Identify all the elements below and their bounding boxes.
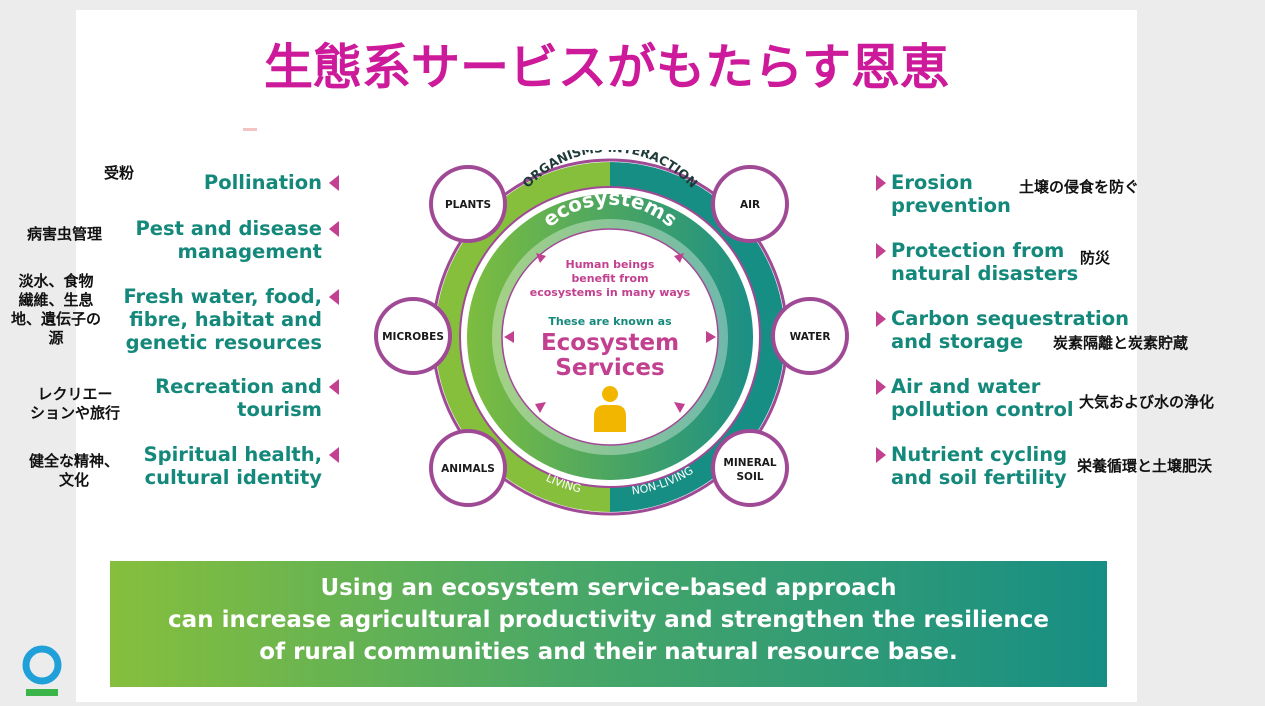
arrow-left-icon: [329, 379, 339, 395]
right-label-carbon: Carbon sequestration and storage: [891, 307, 1129, 353]
right-label-disasters: Protection from natural disasters: [891, 239, 1079, 285]
banner-line-2: can increase agricultural productivity a…: [168, 607, 1049, 633]
right-label-nutrient: Nutrient cycling and soil fertility: [891, 443, 1068, 489]
arrow-icon: [674, 253, 684, 263]
svg-text:SOIL: SOIL: [736, 471, 763, 483]
node-microbes: MICROBES: [374, 297, 452, 375]
right-jp-label-carbon: 炭素隔離と炭素貯蔵: [1053, 334, 1189, 352]
left-label-pest: Pest and disease management: [135, 217, 323, 263]
left-label-pollination: Pollination: [203, 171, 322, 194]
center-text-1: Human beings: [566, 258, 655, 271]
center-title-1: Ecosystem: [541, 330, 679, 356]
right-jp-label-nutrient: 栄養循環と土壌肥沃: [1077, 457, 1213, 475]
left-label-spiritual: Spiritual health, cultural identity: [143, 443, 322, 489]
svg-text:PLANTS: PLANTS: [445, 199, 491, 211]
summary-banner: Using an ecosystem service-based approac…: [110, 561, 1107, 687]
decorative-mark: [243, 128, 257, 131]
arrow-icon: [536, 253, 546, 263]
person-icon: [594, 386, 626, 432]
ecosystem-diagram: ORGANISMS INTERACTION ecosystems LIVING …: [374, 150, 849, 516]
svg-text:ANIMALS: ANIMALS: [441, 463, 495, 475]
page-title: 生態系サービスがもたらす恩恵: [263, 39, 950, 96]
left-jp-label-spiritual: 健全な精神、 文化: [28, 452, 119, 489]
arrow-right-icon: [876, 447, 886, 463]
svg-text:MINERAL: MINERAL: [723, 457, 777, 469]
node-animals: ANIMALS: [429, 429, 507, 507]
arrow-icon: [504, 331, 514, 343]
arrow-right-icon: [876, 243, 886, 259]
center-title-2: Services: [555, 355, 664, 381]
left-label-freshwater: Fresh water, food, fibre, habitat and ge…: [123, 285, 322, 354]
left-jp-label-recreation: レクリエー ションや旅行: [29, 385, 120, 422]
left-jp-label-pollination: 受粉: [103, 164, 134, 182]
svg-text:WATER: WATER: [790, 331, 831, 343]
node-air: AIR: [711, 165, 789, 243]
logo-icon: [22, 645, 62, 696]
arrow-icon: [674, 402, 685, 413]
inward-arrows: [504, 253, 716, 413]
svg-text:AIR: AIR: [740, 199, 760, 211]
arrow-left-icon: [329, 289, 339, 305]
center-known-as: These are known as: [548, 315, 672, 328]
arrow-left-icon: [329, 447, 339, 463]
node-water: WATER: [771, 297, 849, 375]
arrow-right-icon: [876, 311, 886, 327]
right-jp-label-erosion: 土壌の侵食を防ぐ: [1019, 178, 1140, 196]
right-jp-label-disasters: 防災: [1080, 249, 1111, 267]
node-mineral-soil: MINERAL SOIL: [711, 429, 789, 507]
banner-line-1: Using an ecosystem service-based approac…: [320, 575, 897, 601]
arrow-icon: [535, 402, 546, 413]
right-label-erosion: Erosion prevention: [891, 171, 1011, 217]
right-label-pollution: Air and water pollution control: [891, 375, 1074, 421]
arrow-right-icon: [876, 379, 886, 395]
right-jp-label-pollution: 大気および水の浄化: [1079, 393, 1215, 411]
arrow-right-icon: [876, 175, 886, 191]
arrow-icon: [706, 331, 716, 343]
left-label-recreation: Recreation and tourism: [155, 375, 322, 421]
left-jp-label-pest: 病害虫管理: [27, 225, 103, 243]
arrow-left-icon: [329, 175, 339, 191]
center-text-2: benefit from: [571, 272, 648, 285]
center-text-3: ecosystems in many ways: [530, 286, 691, 299]
node-plants: PLANTS: [429, 165, 507, 243]
arrow-left-icon: [329, 221, 339, 237]
svg-text:MICROBES: MICROBES: [382, 331, 444, 343]
left-jp-label-freshwater: 淡水、食物 繊維、生息 地、遺伝子の 源: [10, 272, 101, 347]
banner-line-3: of rural communities and their natural r…: [259, 639, 958, 665]
